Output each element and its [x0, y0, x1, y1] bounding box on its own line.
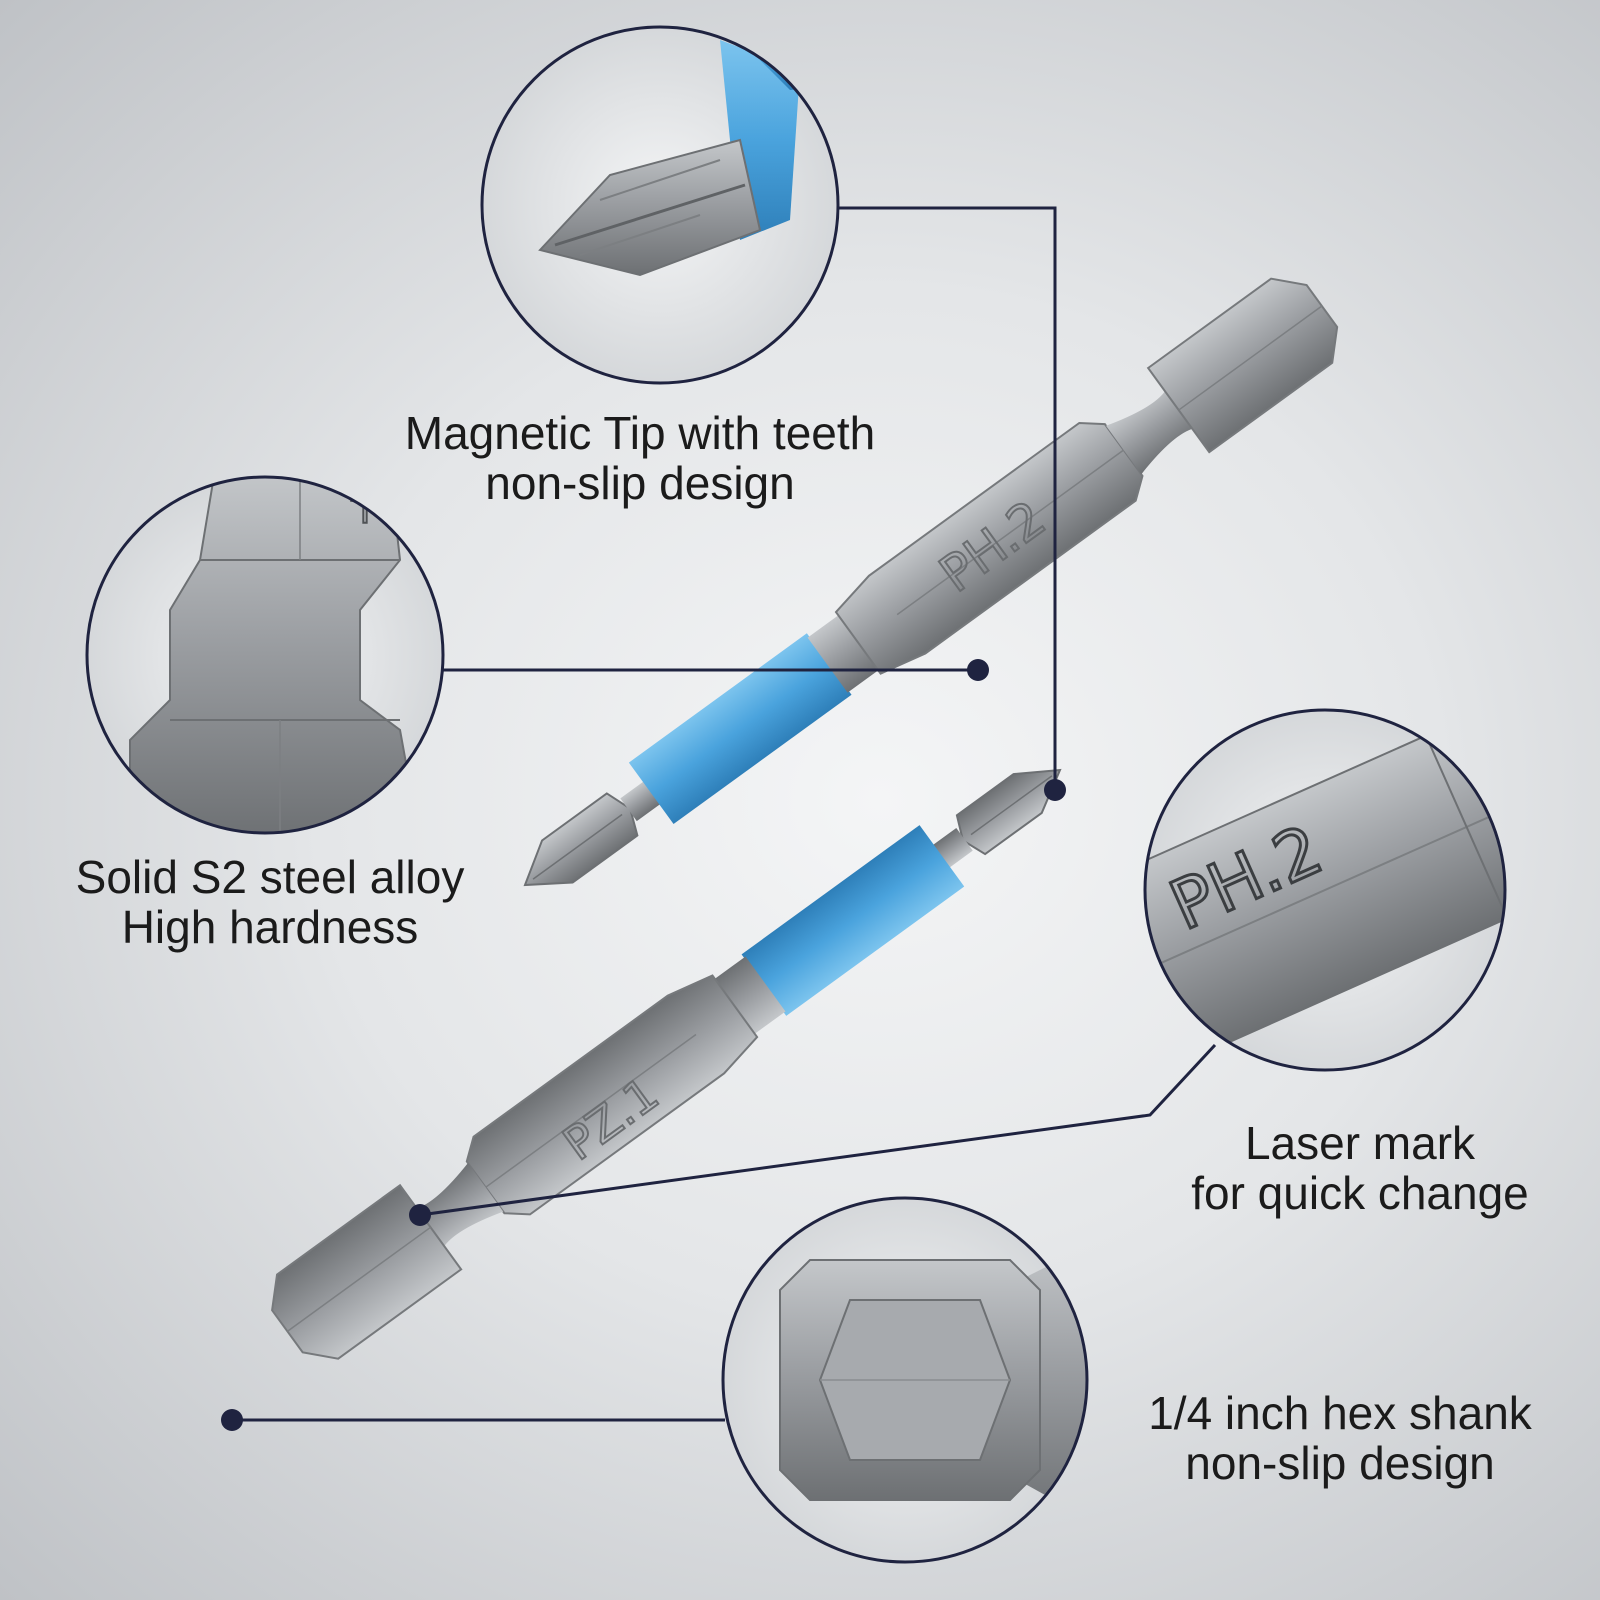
- caption-hex-shank: 1/4 inch hex shank non-slip design: [1100, 1388, 1580, 1488]
- caption-magnetic-tip: Magnetic Tip with teeth non-slip design: [330, 408, 950, 508]
- zoom-circle-steel: L: [85, 475, 445, 835]
- zoom-circle-tip: [480, 25, 840, 385]
- leader-lines: [232, 206, 1217, 1422]
- caption-steel-alloy: Solid S2 steel alloy High hardness: [40, 852, 500, 952]
- leader-laser: [419, 1043, 1217, 1217]
- caption-laser-mark: Laser mark for quick change: [1140, 1118, 1580, 1218]
- caption-laser-mark-line1: Laser mark: [1244, 1117, 1476, 1169]
- caption-laser-mark-line2: for quick change: [1191, 1167, 1529, 1219]
- endpoint-steel: [967, 659, 989, 681]
- caption-steel-alloy-line2: High hardness: [121, 901, 419, 953]
- zoom-circle-hex: [721, 1196, 1089, 1564]
- endpoint-hex: [221, 1409, 243, 1431]
- endpoint-tip: [1044, 779, 1066, 801]
- caption-steel-alloy-line1: Solid S2 steel alloy: [75, 851, 465, 903]
- lower-screwdriver-bit: PZ.1: [271, 768, 1062, 1360]
- upper-screwdriver-bit: PH.2: [523, 277, 1339, 887]
- caption-hex-shank-line1: 1/4 inch hex shank: [1148, 1387, 1532, 1439]
- caption-hex-shank-line2: non-slip design: [1185, 1437, 1495, 1489]
- zoom-circle-laser: PH.2: [1087, 701, 1563, 1075]
- caption-magnetic-tip-line1: Magnetic Tip with teeth: [404, 407, 876, 459]
- leader-tip: [838, 206, 1057, 790]
- endpoint-laser: [409, 1204, 431, 1226]
- caption-magnetic-tip-line2: non-slip design: [485, 457, 795, 509]
- leader-endpoints: [221, 659, 1066, 1431]
